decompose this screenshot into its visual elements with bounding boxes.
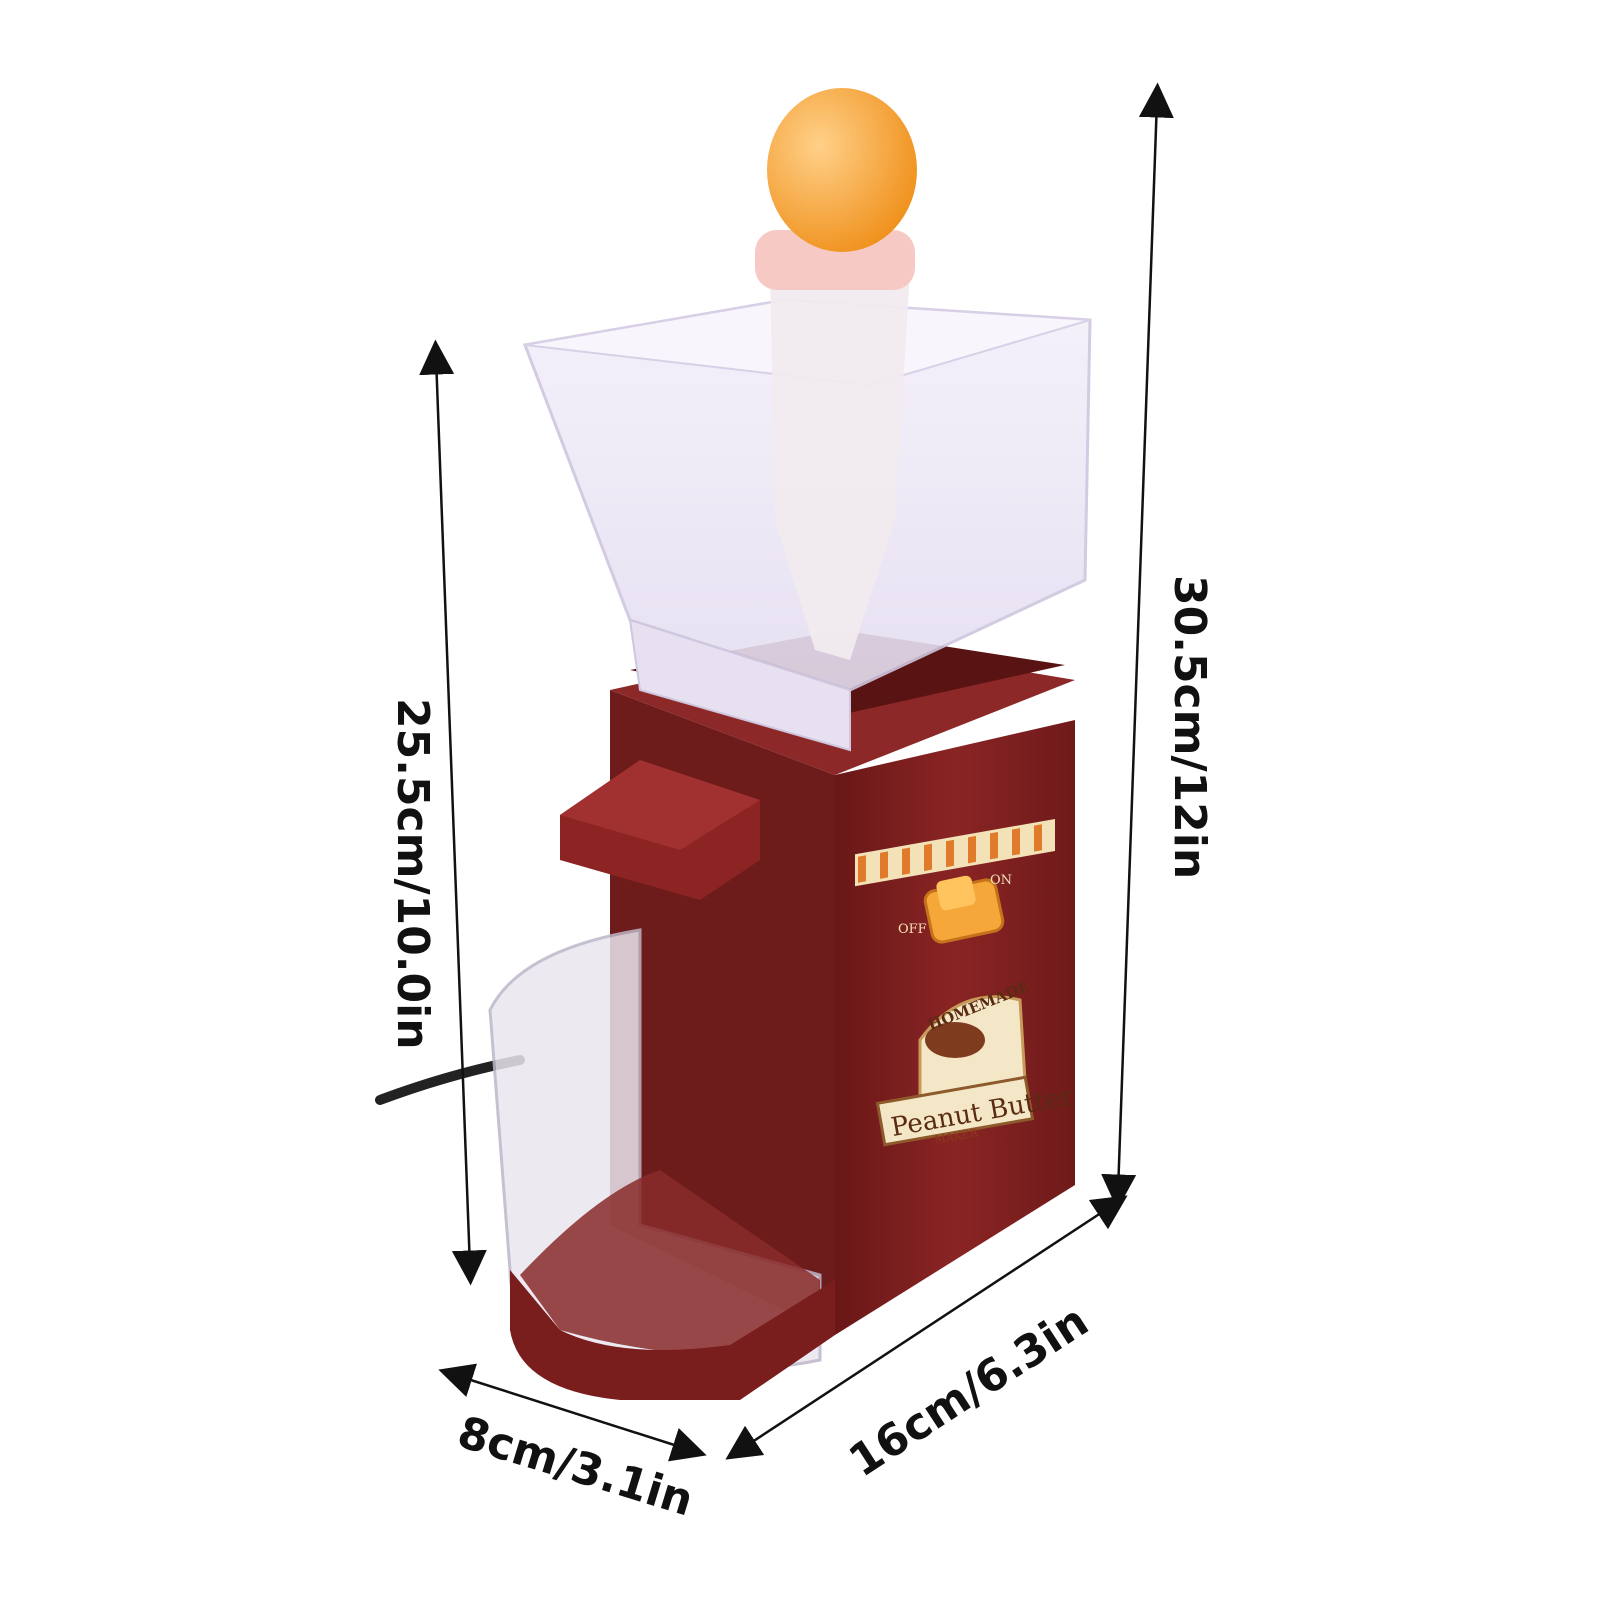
dimension-line-height-left xyxy=(419,339,487,1286)
dimension-line-height-right xyxy=(1101,82,1174,1210)
dimension-label-width: 8cm/3.1in xyxy=(452,1407,699,1527)
switch-on-label: ON xyxy=(990,873,1012,888)
dimension-line-width xyxy=(438,1363,707,1462)
brand-label xyxy=(875,995,1035,1147)
spout xyxy=(560,760,760,900)
switch-off-label: OFF xyxy=(898,922,927,937)
power-switch[interactable] xyxy=(923,875,1005,944)
decorative-stripes xyxy=(855,818,1055,887)
peanut-logo-icon xyxy=(925,1022,985,1058)
dimension-label-height-left: 25.5cm/10.0in xyxy=(387,698,438,1050)
dimension-label-height-right: 30.5cm/12in xyxy=(1164,575,1215,879)
pusher-knob-icon xyxy=(767,88,917,252)
dimension-line-length xyxy=(725,1195,1128,1460)
dimension-label-length: 16cm/6.3in xyxy=(840,1295,1097,1487)
pusher[interactable] xyxy=(755,88,917,660)
